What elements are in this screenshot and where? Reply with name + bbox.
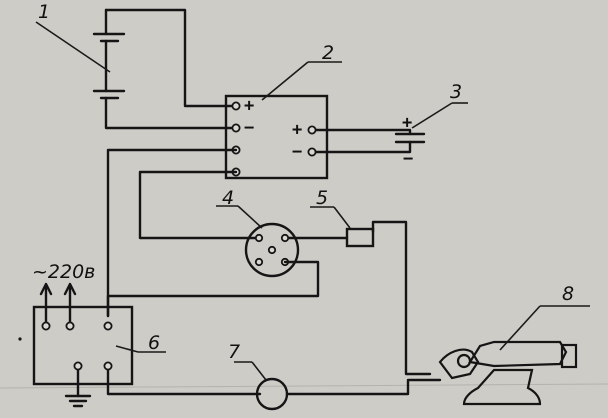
terminal-out-minus: [307, 147, 317, 157]
switch-5: 5: [287, 187, 432, 376]
callout-4: 4: [222, 187, 234, 209]
battery-1: 1: [35, 1, 238, 130]
terminal-plus-sign: +: [244, 96, 254, 116]
terminal-minus: [231, 123, 241, 133]
callout-1: 1: [38, 1, 50, 23]
terminal-minus-sign: −: [244, 118, 254, 138]
wires-connector-to-power: [106, 260, 320, 318]
mains-label: ~220в: [32, 261, 95, 283]
capacitor-minus-sign: −: [403, 149, 413, 169]
callout-8: 8: [562, 283, 574, 305]
callout-6: 6: [148, 332, 160, 354]
out-minus-sign: −: [292, 142, 302, 162]
terminal-plus: [231, 101, 241, 111]
capacitor-3: + − 3: [314, 81, 468, 169]
out-plus-sign: +: [292, 120, 302, 140]
callout-2: 2: [322, 42, 334, 64]
ink-dot: [18, 337, 22, 341]
power-block-6: ~220в 6: [32, 261, 166, 408]
terminal-out-plus: [307, 125, 317, 135]
holder-8: 8: [438, 283, 590, 406]
callout-5: 5: [316, 187, 328, 209]
capacitor-plus-sign: +: [402, 113, 412, 133]
callout-7: 7: [228, 341, 240, 363]
callout-3: 3: [450, 81, 462, 103]
lamp-7: 7: [106, 341, 442, 411]
